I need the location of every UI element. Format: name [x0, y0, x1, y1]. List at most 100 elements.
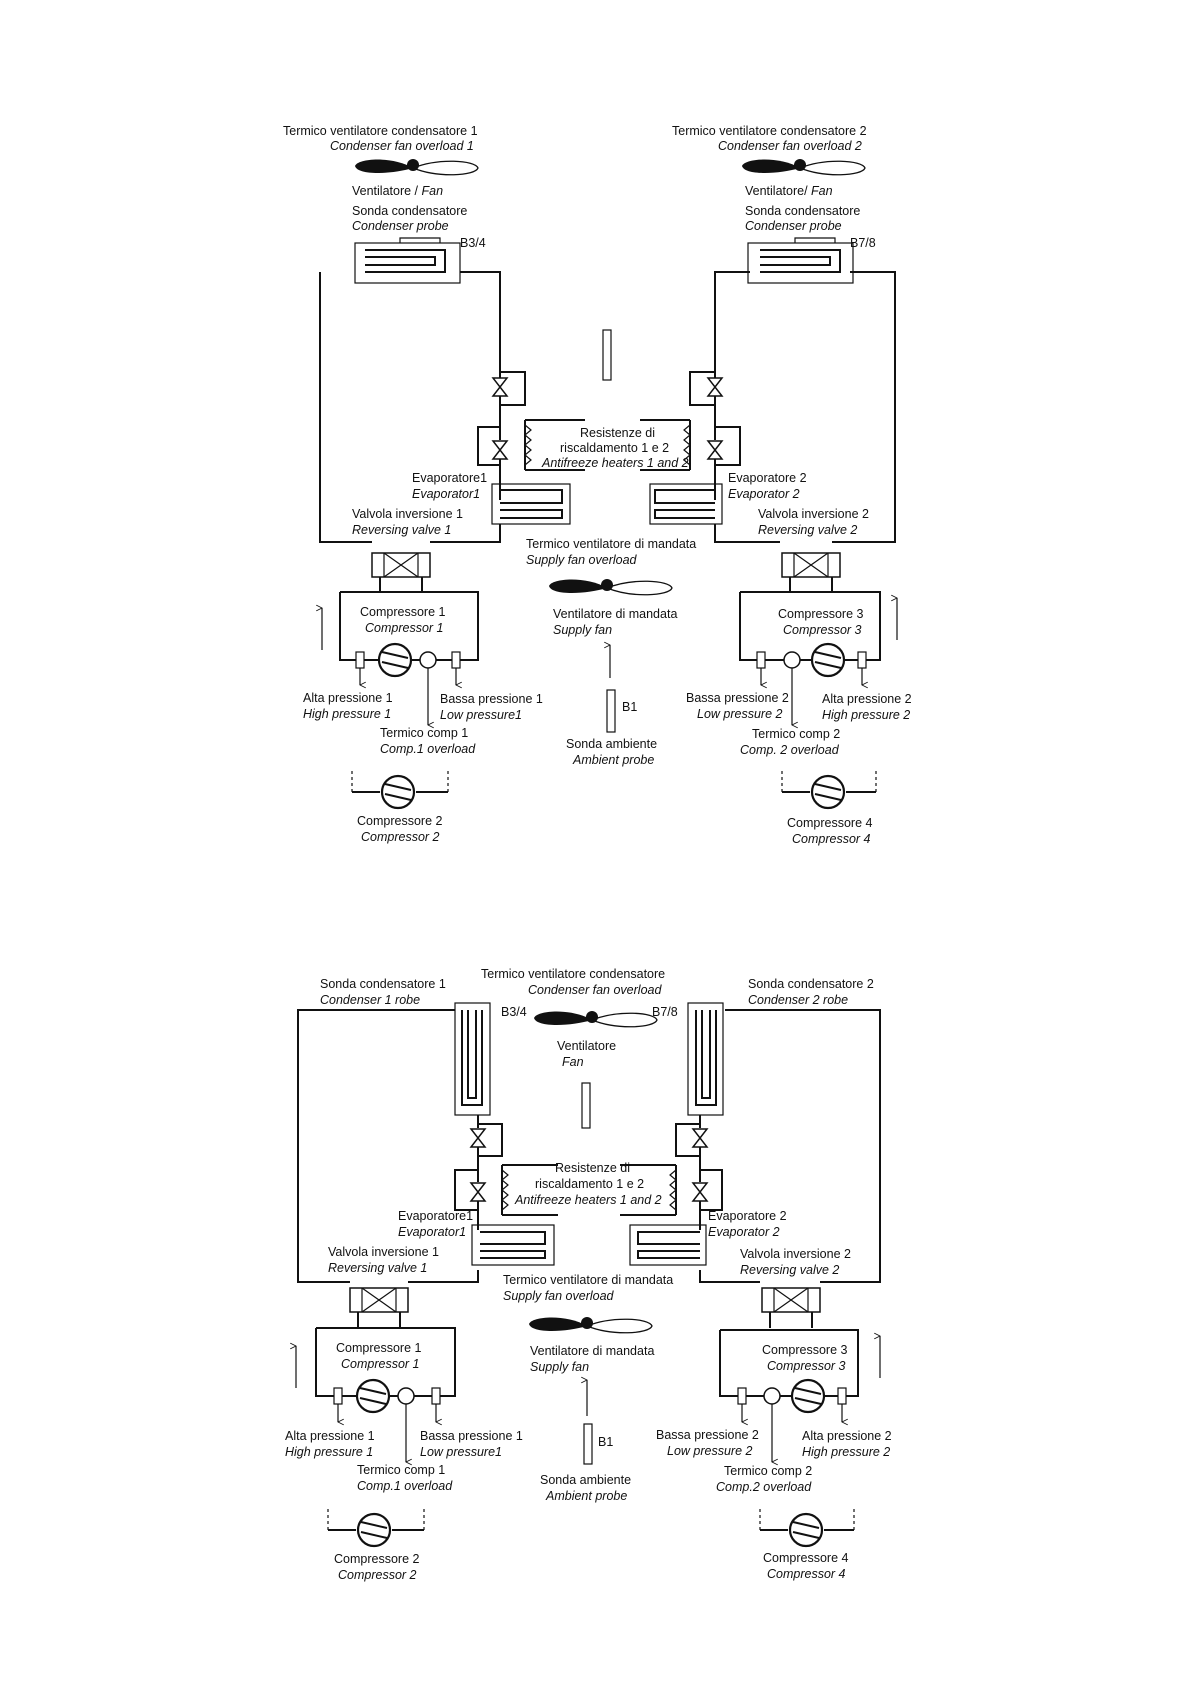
tc-2-en: Comp. 2 overload — [740, 743, 840, 757]
d2-cond-probe-2-it: Sonda condensatore 2 — [748, 977, 874, 991]
d2-evap-2-it: Evaporatore 2 — [708, 1209, 787, 1223]
d2-cond-probe-2-en: Condenser 2 robe — [748, 993, 848, 1007]
evap-1-en: Evaporator1 — [412, 487, 480, 501]
d2-hp-1-en: High pressure 1 — [285, 1445, 373, 1459]
d2-tc-1-en: Comp.1 overload — [357, 1479, 453, 1493]
lp-1-it: Bassa pressione 1 — [440, 692, 543, 706]
rv-2-en: Reversing valve 2 — [758, 523, 857, 537]
d2-condenser-fan-icon — [533, 1010, 658, 1028]
d2-reversing-valve-2-icon — [761, 1287, 821, 1313]
hp-switch-2-icon — [857, 651, 867, 669]
d2-rv-2-it: Valvola inversione 2 — [740, 1247, 851, 1261]
d2-fan-it: Ventilatore — [557, 1039, 616, 1053]
d2-fan-en: Fan — [562, 1055, 584, 1069]
lp-switch-2-icon — [756, 651, 766, 669]
d2-compressor-4-icon — [788, 1512, 824, 1548]
diagram-2: Sonda condensatore 1 Condenser 1 robe Te… — [285, 967, 892, 1582]
hp-1-en: High pressure 1 — [303, 707, 391, 721]
comp-3-it: Compressore 3 — [778, 607, 863, 621]
hp-2-en: High pressure 2 — [822, 708, 910, 722]
comp-4-en: Compressor 4 — [792, 832, 871, 846]
evap-1-it: Evaporatore1 — [412, 471, 487, 485]
compressor-1-icon — [377, 642, 413, 678]
rv-1-it: Valvola inversione 1 — [352, 507, 463, 521]
cond-probe-1-it: Sonda condensatore — [352, 204, 467, 218]
lp-2-it: Bassa pressione 2 — [686, 691, 789, 705]
ambient-probe-1-icon — [606, 689, 616, 733]
supply-fan-icon — [548, 578, 673, 596]
d2-expansion-valve-1b-icon — [470, 1182, 486, 1202]
d2-hp-1-it: Alta pressione 1 — [285, 1429, 375, 1443]
tc-2-it: Termico comp 2 — [752, 727, 840, 741]
lp-1-en: Low pressure1 — [440, 708, 522, 722]
supply-overload-en: Supply fan overload — [526, 553, 638, 567]
tc-1-en: Comp.1 overload — [380, 742, 476, 756]
reversing-valve-1-icon — [371, 552, 431, 578]
compressor-3-icon — [810, 642, 846, 678]
d2-comp-3-en: Compressor 3 — [767, 1359, 846, 1373]
d2-condenser-coil-2 — [687, 1002, 724, 1116]
cond-probe-2-en: Condenser probe — [745, 219, 842, 233]
hp-2-it: Alta pressione 2 — [822, 692, 912, 706]
d2-evap-1-it: Evaporatore1 — [398, 1209, 473, 1223]
heaters-en: Antifreeze heaters 1 and 2 — [541, 456, 689, 470]
d2-center-slot — [581, 1082, 591, 1129]
compressor-2-icon — [380, 774, 416, 810]
d2-rv-2-en: Reversing valve 2 — [740, 1263, 839, 1277]
cond-fan-overload-2-it: Termico ventilatore condensatore 2 — [672, 124, 867, 138]
d2-b34: B3/4 — [501, 1005, 527, 1019]
d2-compressor-1-icon — [355, 1378, 391, 1414]
rv-1-en: Reversing valve 1 — [352, 523, 451, 537]
d2-supply-overload-it: Termico ventilatore di mandata — [503, 1273, 673, 1287]
cond-fan-overload-1-en: Condenser fan overload 1 — [330, 139, 474, 153]
condenser-fan-2-icon — [741, 158, 866, 176]
overload-1-icon — [419, 651, 437, 669]
cond-fan-overload-1-it: Termico ventilatore condensatore 1 — [283, 124, 478, 138]
d2-cond-probe-1-en: Condenser 1 robe — [320, 993, 420, 1007]
fan-2-label: Ventilatore/ Fan — [745, 184, 833, 198]
evap-2-it: Evaporatore 2 — [728, 471, 807, 485]
d2-tc-1-it: Termico comp 1 — [357, 1463, 445, 1477]
supply-overload-it: Termico ventilatore di mandata — [526, 537, 696, 551]
d2-cond-fan-overload-it: Termico ventilatore condensatore — [481, 967, 665, 981]
b78-label-1: B7/8 — [850, 236, 876, 250]
comp-3-en: Compressor 3 — [783, 623, 862, 637]
comp-1-it: Compressore 1 — [360, 605, 445, 619]
rv-2-it: Valvola inversione 2 — [758, 507, 869, 521]
evaporator-1 — [491, 483, 571, 525]
evaporator-2 — [649, 483, 723, 525]
d2-comp-4-it: Compressore 4 — [763, 1551, 848, 1565]
tc-1-it: Termico comp 1 — [380, 726, 468, 740]
d2-condenser-coil-1 — [454, 1002, 491, 1116]
amb-it-1: Sonda ambiente — [566, 737, 657, 751]
d2-expansion-valve-2a-icon — [692, 1128, 708, 1148]
overload-2-icon — [783, 651, 801, 669]
d2-lp-1-it: Bassa pressione 1 — [420, 1429, 523, 1443]
supply-fan-it: Ventilatore di mandata — [553, 607, 677, 621]
diagram-1: Termico ventilatore condensatore 1 Conde… — [283, 124, 912, 846]
evap-2-en: Evaporator 2 — [728, 487, 800, 501]
d2-comp-1-en: Compressor 1 — [341, 1357, 420, 1371]
expansion-valve-1b-icon — [492, 440, 508, 460]
d2-heaters-it-1: Resistenze di — [555, 1161, 630, 1175]
d2-expansion-valve-2b-icon — [692, 1182, 708, 1202]
d2-heaters-it-2: riscaldamento 1 e 2 — [535, 1177, 644, 1191]
d2-rv-1-en: Reversing valve 1 — [328, 1261, 427, 1275]
comp-2-it: Compressore 2 — [357, 814, 442, 828]
comp-2-en: Compressor 2 — [361, 830, 440, 844]
b34-label-1: B3/4 — [460, 236, 486, 250]
condenser-coil-2 — [747, 237, 854, 284]
expansion-valve-2b-icon — [707, 440, 723, 460]
comp-1-en: Compressor 1 — [365, 621, 444, 635]
d2-tc-2-en: Comp.2 overload — [716, 1480, 812, 1494]
b1-label-1: B1 — [622, 700, 637, 714]
d2-cond-probe-1-it: Sonda condensatore 1 — [320, 977, 446, 991]
d2-evap-2-en: Evaporator 2 — [708, 1225, 780, 1239]
comp-4-it: Compressore 4 — [787, 816, 872, 830]
condenser-coil-1 — [354, 237, 461, 284]
d2-rv-1-it: Valvola inversione 1 — [328, 1245, 439, 1259]
d2-evaporator-2 — [629, 1224, 707, 1266]
d2-comp-1-it: Compressore 1 — [336, 1341, 421, 1355]
d2-amb-it: Sonda ambiente — [540, 1473, 631, 1487]
d2-b78: B7/8 — [652, 1005, 678, 1019]
